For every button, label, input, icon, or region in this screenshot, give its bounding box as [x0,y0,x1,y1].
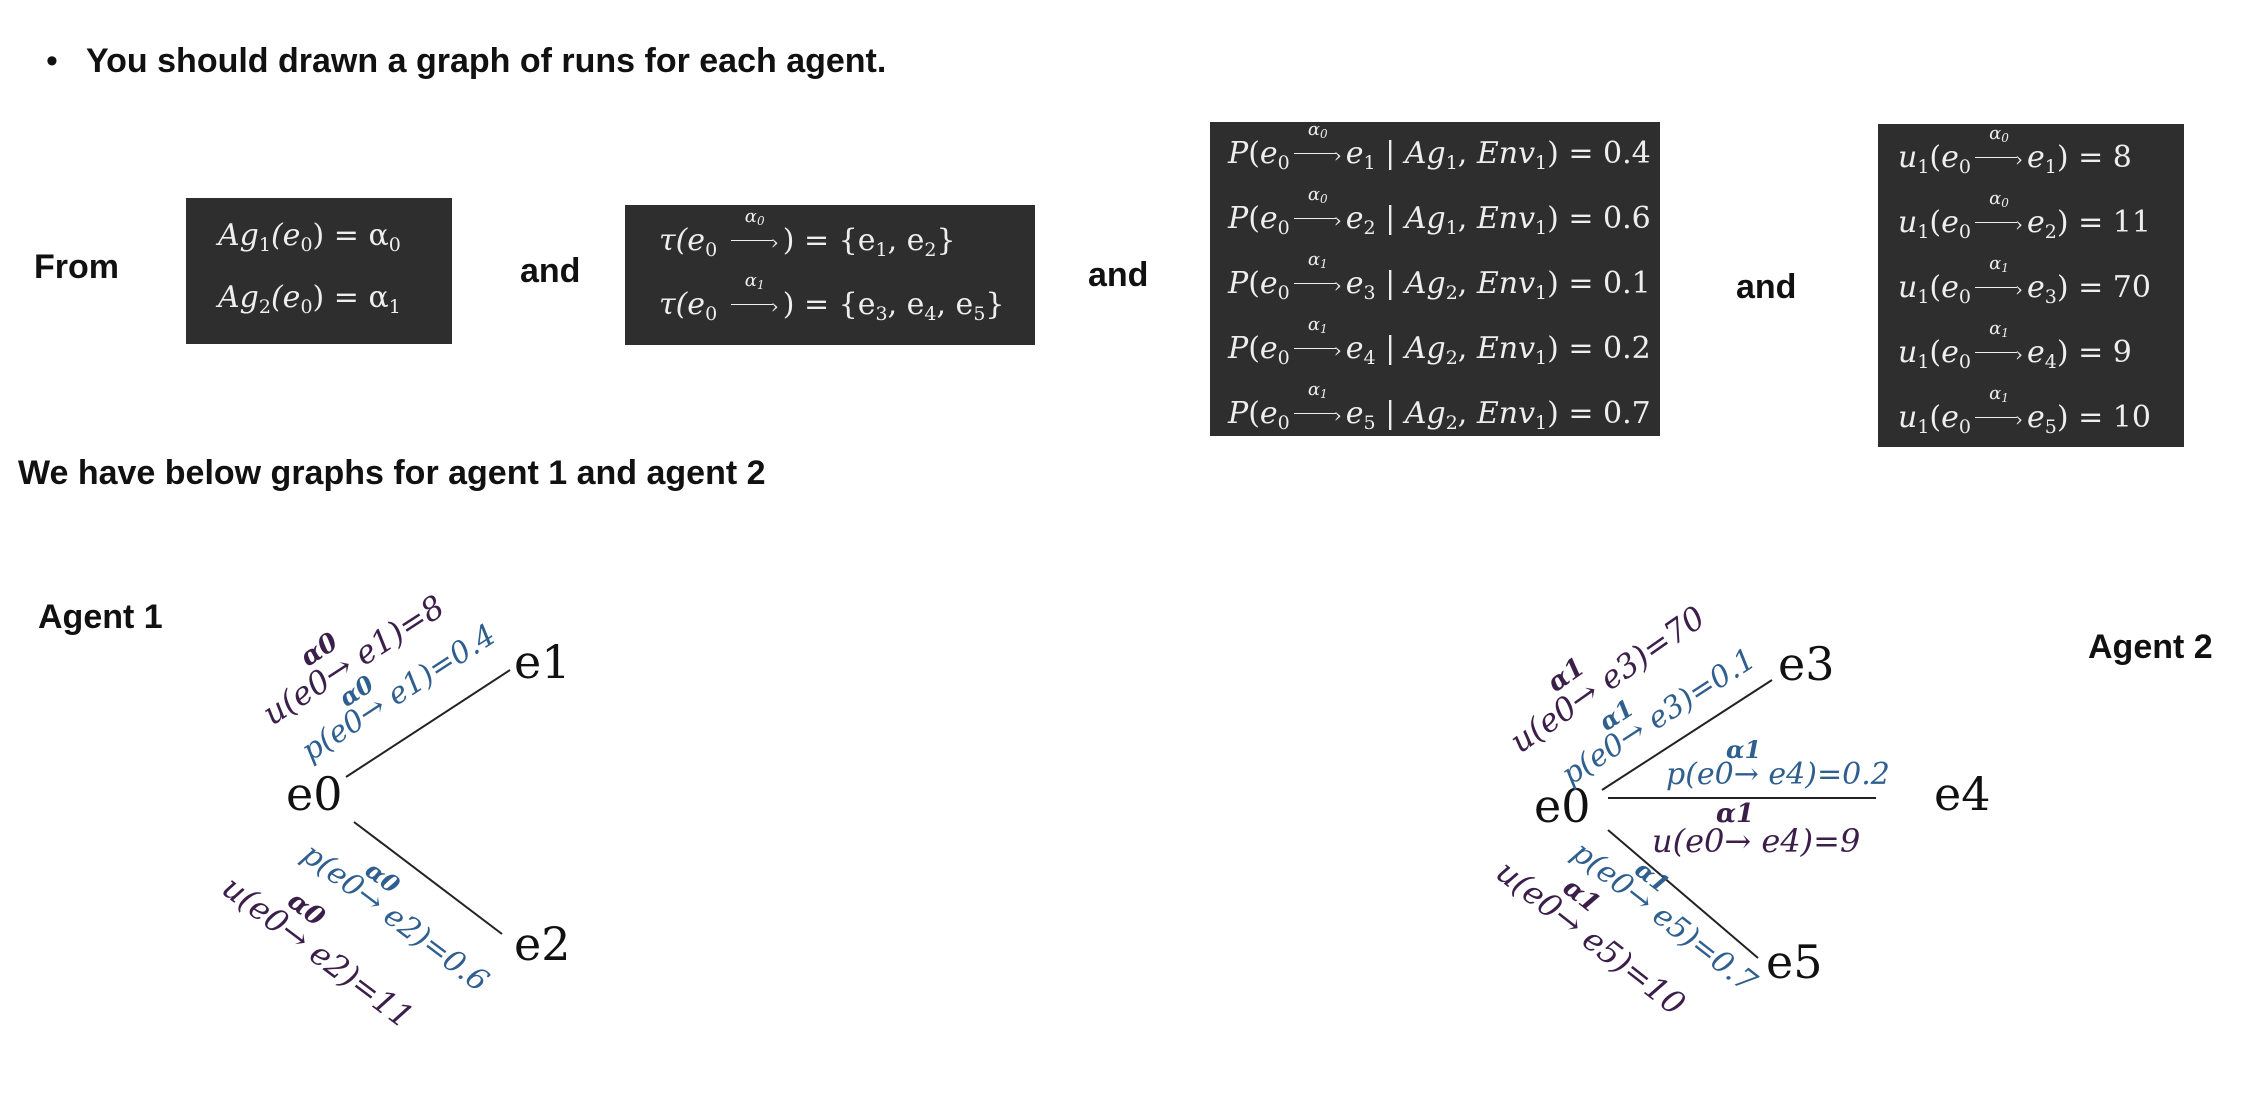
edge-e0-e4-probability-label: p(e0→ e4)=0.2 α1 [1666,735,1890,792]
node-e2: e2 [514,917,571,971]
svg-text:α1: α1 [1716,799,1754,829]
and-label-3: and [1736,268,1797,306]
edge-e0-e2 [353,821,503,935]
agent-action-box: Ag1(e0) = α0 Ag2(e0) = α1 [186,198,452,344]
graphs-heading: We have below graphs for agent 1 and age… [18,454,766,492]
edge-e0-e4-utility-label: u(e0→ e4)=9 α1 [1652,799,1860,860]
instruction-text: You should drawn a graph of runs for eac… [86,42,887,80]
from-label: From [34,248,119,286]
instruction-bullet: • You should drawn a graph of runs for ea… [46,42,886,81]
agent1-run-graph: e0 e1 e2 u(e0→ e1)=8 α0 p(e0→ e1)=0.4 α0… [215,587,571,1036]
node-e5: e5 [1766,935,1823,989]
node-e0: e0 [1534,779,1591,833]
edge-e0-e1 [345,669,511,778]
node-e1: e1 [514,635,571,689]
edge-e0-e3 [1601,679,1773,791]
node-e4: e4 [1934,767,1991,821]
agent-action-row-2: Ag2(e0) = α1 [218,280,401,318]
bullet-symbol: • [46,42,58,80]
svg-text:p(e0→ e4)=0.2: p(e0→ e4)=0.2 [1666,757,1890,792]
agent-action-row-1: Ag1(e0) = α0 [218,218,401,256]
transition-row-2: τ(e0 α1›) = {e3, e4, e5} [659,270,1005,325]
transition-row-1: τ(e0 α0›) = {e1, e2} [659,206,956,261]
agent2-run-graph: e0 e3 e4 e5 u(e0→ e3)=70 α1 p(e0→ e3)=0.… [1489,598,1991,1023]
transition-box: τ(e0 α0›) = {e1, e2} τ(e0 α1›) = {e3, e4… [625,205,1035,345]
edge-e0-e5 [1607,829,1759,959]
and-label-2: and [1088,256,1149,294]
node-e3: e3 [1778,637,1835,691]
svg-text:α1: α1 [1726,735,1761,764]
agent2-label: Agent 2 [2088,628,2213,666]
agent1-label: Agent 1 [38,598,163,636]
node-e0: e0 [286,767,343,821]
svg-text:u(e0→ e4)=9: u(e0→ e4)=9 [1652,822,1860,860]
and-label-1: and [520,252,581,290]
